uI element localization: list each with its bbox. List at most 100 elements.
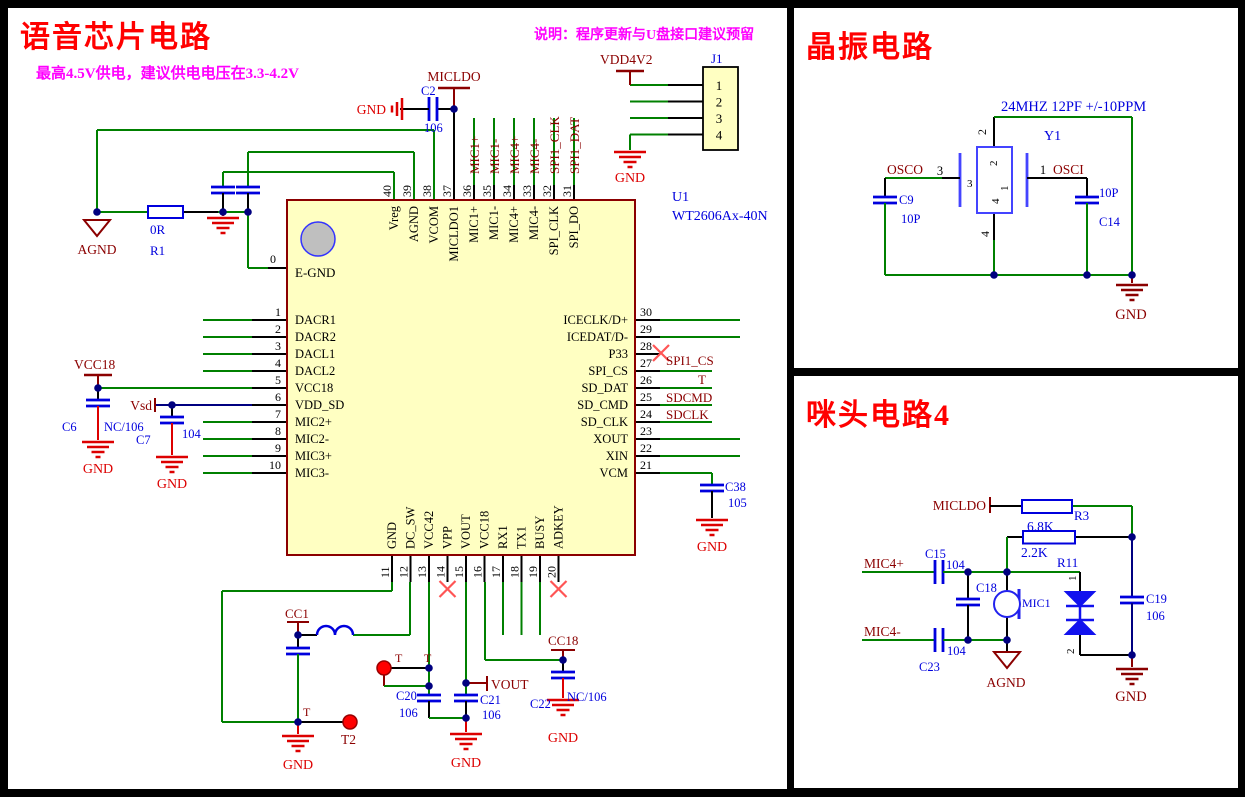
ic-pin-number: 1 xyxy=(275,305,281,319)
ic-pin-number: 21 xyxy=(640,458,652,472)
junction-dot xyxy=(964,636,972,644)
junction-dot xyxy=(1003,568,1011,576)
ic-pin-name: ICECLK/D+ xyxy=(563,313,628,327)
ic-pin-name: MIC1+ xyxy=(467,206,481,243)
agnd-label: AGND xyxy=(987,675,1026,690)
ic-pin-name: VCC18 xyxy=(295,381,333,395)
ic-pin-name: VCM xyxy=(600,466,628,480)
label-crystal-c9-ref: C9 xyxy=(899,193,914,207)
voice-panel-title: 语音芯片电路 xyxy=(20,21,212,54)
junction-dot xyxy=(462,714,470,722)
ic-pin-number: 23 xyxy=(640,424,652,438)
ic-pin-name: MIC2+ xyxy=(295,415,332,429)
label-crystal-c9-val: 10P xyxy=(901,212,921,226)
crystal-pin-number: 2 xyxy=(975,129,989,135)
ic-pin-name: DC_SW xyxy=(404,506,418,549)
net-label: SPI1_CS xyxy=(666,353,714,368)
agnd-symbol xyxy=(991,651,1023,670)
ic-pin-number: 5 xyxy=(275,373,281,387)
connector-refdes: J1 xyxy=(711,51,723,66)
ic-pin-name: TX1 xyxy=(515,526,529,549)
ic-pin-number: 13 xyxy=(415,566,429,578)
net-label-t: T xyxy=(303,705,311,719)
crystal-refdes: Y1 xyxy=(1044,129,1061,144)
ic-pin-number: 14 xyxy=(434,566,448,578)
ic-pin-name: SD_DAT xyxy=(581,381,628,395)
connector-pin-number: 3 xyxy=(716,111,723,126)
ic-pin-number: 22 xyxy=(640,441,652,455)
agnd-label: AGND xyxy=(78,242,117,257)
net-label: MIC4- xyxy=(527,139,542,174)
label-mic-r11-val: 2.2K xyxy=(1021,545,1048,560)
ic-pin-number: 20 xyxy=(545,566,559,578)
net-label-mic4plus: MIC4+ xyxy=(864,556,904,571)
test-point-label-t2: T2 xyxy=(341,732,356,747)
ic-pin-name: DACR1 xyxy=(295,313,336,327)
junction-dot xyxy=(244,208,252,216)
gnd-label: GND xyxy=(615,171,645,186)
ic-pin-number: 35 xyxy=(480,185,494,197)
junction-dot xyxy=(294,631,302,639)
label-voice-parts-c20-val: 106 xyxy=(399,706,418,720)
gnd-label: GND xyxy=(548,731,578,746)
label-crystal-c14-ref: C14 xyxy=(1099,215,1121,229)
crystal-pin-number: 3 xyxy=(967,178,973,190)
ic-pin-name: VCC18 xyxy=(478,511,492,549)
connector-pin-number: 4 xyxy=(716,128,723,143)
label-mic-r3-ref: R3 xyxy=(1074,508,1089,523)
ic-pin-name: AGND xyxy=(407,206,421,242)
gnd-label: GND xyxy=(697,540,727,555)
ic-pin0-number: 0 xyxy=(270,252,276,266)
ic-pin-number: 11 xyxy=(378,566,392,578)
crystal-body-y1 xyxy=(976,146,1013,214)
ic-pin-name: VOUT xyxy=(459,514,473,549)
junction-dot xyxy=(450,105,458,113)
label-mic-c15-val: 104 xyxy=(946,558,966,572)
junction-dot xyxy=(559,656,567,664)
crystal-pin-number: 2 xyxy=(988,161,1000,167)
junction-dot xyxy=(1083,271,1091,279)
net-label: SDCLK xyxy=(666,407,709,422)
net-label-t: T xyxy=(424,651,432,665)
label-mic-c15-ref: C15 xyxy=(925,547,946,561)
ic-pin-name: VPP xyxy=(441,526,455,549)
label-voice-parts-c21-ref: C21 xyxy=(480,693,501,707)
ic-pin-number: 18 xyxy=(508,566,522,578)
connector-j1-body xyxy=(702,66,739,151)
ic-pin-name: XIN xyxy=(606,449,628,463)
label-mic-r11-ref: R11 xyxy=(1057,555,1078,570)
mic-refdes: MIC1 xyxy=(1022,596,1051,610)
net-label: SPI1_CLK xyxy=(547,116,562,174)
label-mic-r3-val: 6.8K xyxy=(1027,519,1054,534)
junction-dot xyxy=(964,568,972,576)
junction-dot xyxy=(94,384,102,392)
ic-pin-number: 37 xyxy=(440,185,454,197)
ic-pin-name: DACR2 xyxy=(295,330,336,344)
ic-pin-number: 28 xyxy=(640,339,652,353)
junction-dot xyxy=(425,664,433,672)
ic-pin-name: MICLDO1 xyxy=(447,206,461,262)
net-label: SDCMD xyxy=(666,390,712,405)
gnd-label: GND xyxy=(157,477,187,492)
net-label: T xyxy=(698,372,706,387)
crystal-pin-number: 3 xyxy=(937,164,943,178)
label-voice-parts-c20-ref: C20 xyxy=(396,689,417,703)
ic-pin-name: DACL1 xyxy=(295,347,335,361)
ic-pin-name: MIC3- xyxy=(295,466,329,480)
ic-pin-number: 15 xyxy=(452,566,466,578)
ic-pin-name: ADKEY xyxy=(552,505,566,549)
connector-pin-number: 1 xyxy=(716,78,723,93)
junction-dot xyxy=(93,208,101,216)
ic-pin-number: 17 xyxy=(489,566,503,578)
ic-pin-name: Vreg xyxy=(387,205,401,230)
ic-body-u1 xyxy=(286,199,636,556)
ic-pin-number: 4 xyxy=(275,356,281,370)
ic-part-number: WT2606Ax-40N xyxy=(672,209,768,224)
junction-dot xyxy=(462,679,470,687)
label-mic-c23-ref: C23 xyxy=(919,660,940,674)
agnd-symbol xyxy=(81,219,113,238)
label-voice-parts-c2-ref: C2 xyxy=(421,84,436,98)
net-label-osco: OSCO xyxy=(887,162,923,177)
test-point xyxy=(342,714,358,730)
